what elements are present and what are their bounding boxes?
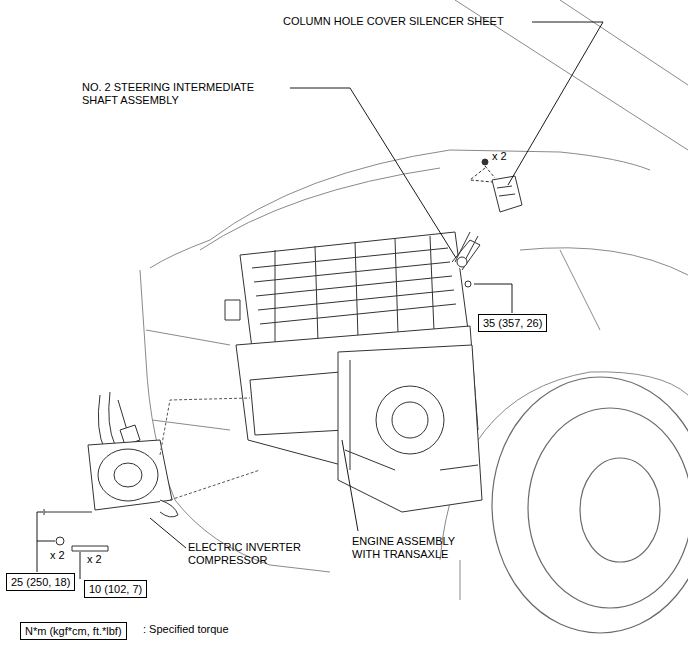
leader-lines [37,22,603,579]
part-name: ELECTRIC INVERTER COMPRESSOR [188,541,328,567]
torque-value: 25 (250, 18) [11,576,70,588]
engine-assembly [225,232,482,512]
torque-value: 35 (357, 26) [483,317,542,329]
inverter-compressor [44,392,178,551]
silencer-sheet [470,159,522,212]
torque-spec-box: 25 (250, 18) [6,573,75,591]
torque-value: N*m (kgf*cm, ft.*lbf) [25,625,122,637]
legend-torque-box: N*m (kgf*cm, ft.*lbf) [20,622,127,640]
quantity-note: x 2 [87,553,102,566]
quantity-note: x 2 [492,150,507,163]
torque-spec-box: 10 (102, 7) [84,580,147,598]
quantity-note: x 2 [50,549,65,562]
steering-shaft [455,232,478,287]
phantom-lines [160,398,260,500]
legend-text: : Specified torque [143,623,229,636]
part-name: COLUMN HOLE COVER SILENCER SHEET [283,15,504,28]
part-name: NO. 2 STEERING INTERMEDIATE SHAFT ASSEMB… [82,81,282,107]
torque-value: 10 (102, 7) [89,583,142,595]
torque-spec-box: 35 (357, 26) [478,314,547,332]
front-wheel [492,377,688,633]
part-name: ENGINE ASSEMBLY WITH TRANSAXLE [352,535,470,561]
